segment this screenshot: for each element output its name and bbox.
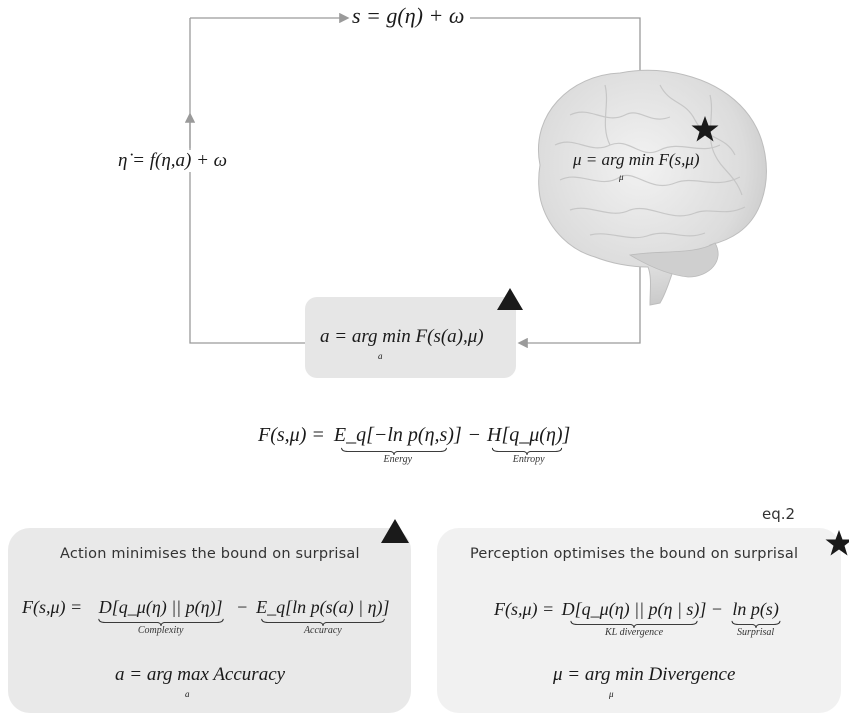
loop-left-line bbox=[189, 172, 305, 344]
surprisal-term: ln p(s) Surprisal bbox=[728, 599, 784, 638]
action-panel-title: Action minimises the bound on surprisal bbox=[60, 546, 360, 562]
perception-panel-title: Perception optimises the bound on surpri… bbox=[470, 546, 799, 562]
brain-illustration bbox=[538, 69, 767, 306]
perception-panel bbox=[437, 528, 841, 713]
action-eq-subscript: a bbox=[378, 351, 383, 361]
free-energy-lhs: F(s,μ) = bbox=[258, 424, 325, 446]
surprisal-underbrace bbox=[731, 620, 781, 628]
triangle-marker-action-box bbox=[497, 288, 523, 310]
kl-divergence-underbrace bbox=[570, 620, 698, 628]
action-panel-equation: F(s,μ) = D[q_μ(η) || p(η)] Complexity − … bbox=[22, 597, 393, 636]
complexity-term: D[q_μ(η) || p(η)] Complexity bbox=[90, 597, 232, 636]
perception-panel-equation: F(s,μ) = D[q_μ(η) || p(η | s)] KL diverg… bbox=[494, 599, 784, 638]
equation-label: eq.2 bbox=[762, 505, 796, 523]
entropy-underbrace bbox=[491, 447, 563, 455]
dynamics-equation: η̇ = f(η,a) + ω bbox=[118, 150, 228, 171]
action-box bbox=[305, 297, 516, 378]
perception-result-subscript: μ bbox=[609, 689, 614, 699]
entropy-term: H[q_μ(η)] Entropy bbox=[487, 424, 571, 465]
star-marker-perception-panel bbox=[825, 530, 849, 556]
accuracy-underbrace bbox=[261, 618, 385, 626]
star-marker-brain bbox=[691, 116, 719, 142]
triangle-marker-action-panel bbox=[381, 519, 409, 543]
action-panel bbox=[8, 528, 411, 713]
free-energy-equation: F(s,μ) = E_q[−ln p(η,s)] Energy − H[q_μ(… bbox=[258, 424, 571, 465]
perception-eq-subscript: μ bbox=[619, 172, 624, 182]
kl-divergence-term: D[q_μ(η) || p(η | s)] KL divergence bbox=[561, 599, 707, 638]
perception-equation: μ = arg min F(s,μ) μ bbox=[573, 150, 700, 182]
sensation-equation: s = g(η) + ω bbox=[352, 3, 465, 28]
energy-term: E_q[−ln p(η,s)] Energy bbox=[333, 424, 462, 465]
perception-panel-result: μ = arg min Divergence μ bbox=[553, 664, 736, 699]
action-equation: a = arg min F(s(a),μ) a bbox=[320, 326, 484, 361]
action-panel-result: a = arg max Accuracy a bbox=[115, 664, 286, 699]
energy-underbrace bbox=[340, 447, 447, 455]
accuracy-term: E_q[ln p(s(a) | η)] Accuracy bbox=[253, 597, 393, 636]
action-result-subscript: a bbox=[185, 689, 190, 699]
complexity-underbrace bbox=[98, 618, 224, 626]
